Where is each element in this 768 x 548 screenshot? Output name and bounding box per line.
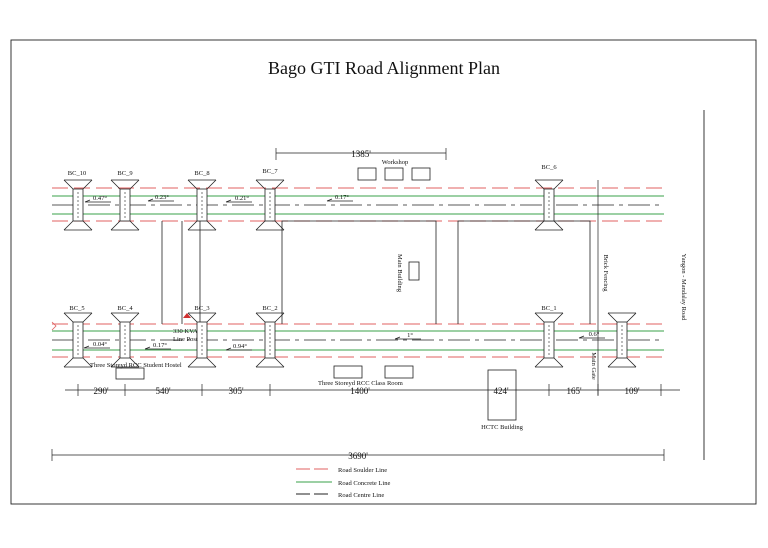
workshop-block-1 — [357, 167, 377, 181]
culvert-bc8 — [187, 179, 217, 231]
main-gate-label: Main Gate — [590, 352, 597, 380]
slope-047: 0.47° — [93, 195, 107, 202]
slope-06: 0.6° — [589, 331, 600, 338]
slope-arrow-023 — [147, 198, 174, 202]
upper-road — [52, 187, 664, 222]
slope-arrow-06 — [578, 335, 605, 339]
label-bc2: BC_2 — [262, 305, 277, 312]
dim-165: 165' — [566, 386, 582, 396]
slope-1: 1° — [407, 332, 413, 339]
slope-arrow-017-top — [326, 198, 353, 202]
label-bc4: BC_4 — [117, 305, 133, 312]
slope-arrow-017-bottom — [144, 346, 171, 350]
box-culverts — [63, 179, 637, 368]
dim-424: 424' — [493, 386, 509, 396]
dimension-labels: 1385' 290' 540' 305' 1400' 424' 165' 109… — [93, 149, 640, 461]
dim-3690: 3690' — [348, 451, 368, 461]
slope-arrows — [83, 198, 605, 351]
slope-arrow-094 — [225, 347, 252, 351]
culvert-labels: BC_10 BC_9 BC_8 BC_7 BC_6 BC_5 BC_4 BC_3… — [68, 164, 558, 312]
site-outlines — [161, 110, 705, 460]
dim-109: 109' — [624, 386, 640, 396]
dim-540: 540' — [155, 386, 171, 396]
slope-arrow-047 — [84, 199, 111, 203]
workshop-block-2 — [384, 167, 404, 181]
slope-004: 0.04° — [93, 341, 107, 348]
workshop-blocks — [357, 167, 431, 181]
culvert-bc10 — [63, 179, 93, 231]
legend-label-concrete: Road Concrete Line — [338, 480, 390, 487]
slope-021: 0.21° — [235, 195, 249, 202]
lower-road — [51, 321, 664, 358]
main-building-label: Main Building — [396, 254, 403, 293]
class-room-block-1 — [333, 365, 363, 379]
culvert-gate — [607, 312, 637, 368]
workshop-block-3 — [411, 167, 431, 181]
slope-094: 0.94° — [233, 343, 247, 350]
brick-fencing-label: Brick Fencing — [602, 254, 609, 292]
culvert-bc6 — [534, 179, 564, 231]
student-hostel-label: Three Storeyd RCC Student Hostel — [90, 362, 182, 369]
kva-label-2: Line Post — [173, 336, 198, 343]
label-bc7: BC_7 — [262, 168, 278, 175]
slope-arrow-021 — [225, 199, 252, 203]
main-building-plot — [281, 220, 437, 324]
legend-label-shoulder: Road Soulder Line — [338, 467, 387, 474]
line-post-marker — [183, 313, 191, 318]
hctc-building-block — [487, 369, 517, 421]
culvert-bc4 — [110, 312, 140, 368]
label-bc6: BC_6 — [541, 164, 557, 171]
road-end-marker — [51, 321, 57, 331]
legend-label-centre: Road Centre Line — [338, 492, 384, 499]
slope-017-bottom: 0.17° — [153, 342, 167, 349]
culvert-bc7 — [255, 179, 285, 231]
class-room-label: Three Storeyd RCC Class Room — [318, 380, 403, 387]
dim-305: 305' — [228, 386, 244, 396]
culvert-bc2 — [255, 312, 285, 368]
culvert-bc5 — [63, 312, 93, 368]
main-building-block — [408, 261, 420, 281]
culvert-bc1 — [534, 312, 564, 368]
student-hostel-block — [115, 367, 145, 380]
label-bc9: BC_9 — [117, 170, 132, 177]
hctc-label: HCTC Building — [481, 424, 523, 431]
dim-1400: 1400' — [350, 386, 370, 396]
label-bc8: BC_8 — [194, 170, 209, 177]
culvert-bc9 — [110, 179, 140, 231]
slope-017-top: 0.17° — [335, 194, 349, 201]
dim-290: 290' — [93, 386, 109, 396]
label-bc5: BC_5 — [69, 305, 84, 312]
label-bc3: BC_3 — [194, 305, 209, 312]
dim-1385: 1385' — [351, 149, 371, 159]
legend: Road Soulder Line Road Concrete Line Roa… — [296, 467, 390, 499]
slope-arrow-004 — [83, 345, 110, 349]
slope-arrow-1 — [394, 336, 421, 340]
kva-label-1: 330 KVA — [173, 328, 198, 335]
campus-plot-east — [457, 220, 591, 324]
yangon-mandalay-road-label: Yangon - Mandalay Road — [680, 254, 687, 321]
workshop-label: Workshop — [382, 159, 409, 166]
dimension-lines — [51, 148, 680, 461]
lower-buildings — [115, 365, 517, 421]
class-room-block-2 — [384, 365, 414, 379]
culvert-bc3 — [187, 312, 217, 368]
feature-labels: Workshop Main Building Brick Fencing Yan… — [90, 159, 687, 431]
label-bc1: BC_1 — [541, 305, 556, 312]
sheet-border — [10, 39, 757, 505]
slope-labels: 0.47° 0.23° 0.21° 0.17° 0.04° 0.17° 0.94… — [93, 194, 600, 350]
plan-title: Bago GTI Road Alignment Plan — [268, 58, 500, 78]
slope-023: 0.23° — [155, 194, 169, 201]
label-bc10: BC_10 — [68, 170, 86, 177]
